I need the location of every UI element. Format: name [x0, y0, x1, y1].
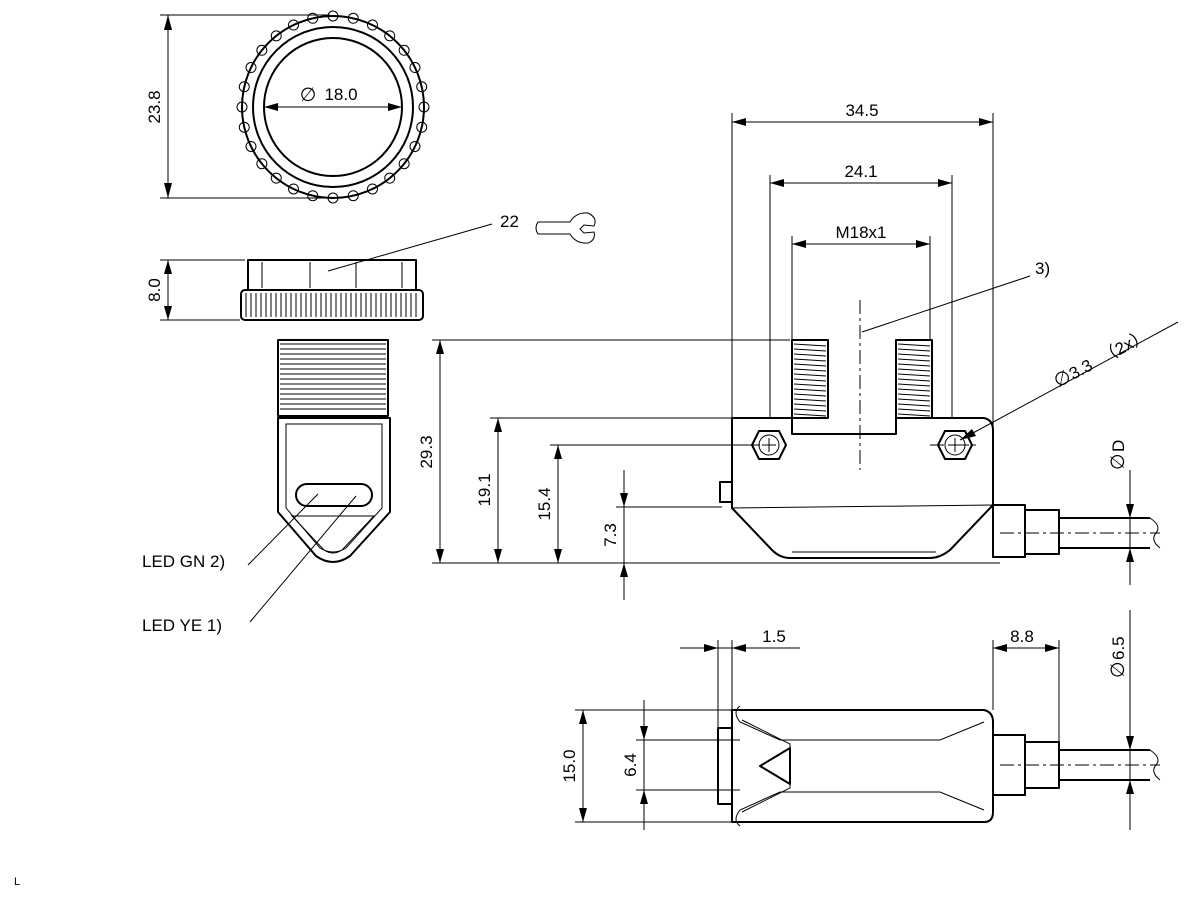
led-green-label: LED GN 2) — [142, 552, 225, 571]
dim-hole-height: 15.4 — [535, 487, 554, 520]
diameter-symbol: ∅ — [300, 85, 317, 106]
wrench-size-label: 22 — [500, 212, 519, 231]
dim-gland-length: 8.8 — [1010, 627, 1034, 646]
dim-body-depth: 15.0 — [560, 749, 579, 782]
dim-housing-width: 34.5 — [845, 101, 878, 120]
nut-side-view: 8.0 — [145, 259, 424, 321]
dim-body-height: 19.1 — [475, 473, 494, 506]
width-dimensions: 34.5 24.1 M18x1 3) ∅ 3.3 （2x） ∅ D — [731, 101, 1179, 585]
sensor-bottom-view: 1.5 8.8 ∅ 6.5 15.0 6.4 — [560, 610, 1161, 830]
footer-mark: L — [14, 876, 20, 888]
dim-flange-thickness: 1.5 — [762, 627, 786, 646]
dim-cable-d: D — [1109, 440, 1128, 452]
wrench-callout: 22 — [327, 212, 596, 272]
sensor-front-view: LED GN 2) LED YE 1) — [142, 339, 391, 635]
nut-top-view: 23.8 ∅ 18.0 — [145, 10, 430, 204]
dim-nut-height: 23.8 — [145, 90, 164, 123]
cable-d-diameter-symbol: ∅ — [1108, 453, 1129, 470]
dim-bracket-width: 24.1 — [844, 162, 877, 181]
wrench-icon — [535, 212, 596, 244]
dim-overall-height: 29.3 — [417, 435, 436, 468]
dim-nut-thickness: 8.0 — [145, 278, 164, 302]
sensor-side-view — [719, 300, 1161, 559]
dim-lower-height: 7.3 — [601, 523, 620, 547]
dim-cable-diameter: 6.5 — [1109, 636, 1128, 660]
dim-led-window: 6.4 — [621, 753, 640, 777]
dim-thread: M18x1 — [835, 223, 886, 242]
led-yellow-label: LED YE 1) — [142, 616, 222, 635]
note-3-label: 3) — [1035, 259, 1050, 278]
cable-diameter-symbol: ∅ — [1108, 661, 1129, 678]
dim-hole-count: （2x） — [1097, 326, 1152, 367]
dim-nut-diameter: 18.0 — [324, 85, 357, 104]
height-dimensions: 29.3 19.1 15.4 7.3 — [417, 339, 1000, 600]
